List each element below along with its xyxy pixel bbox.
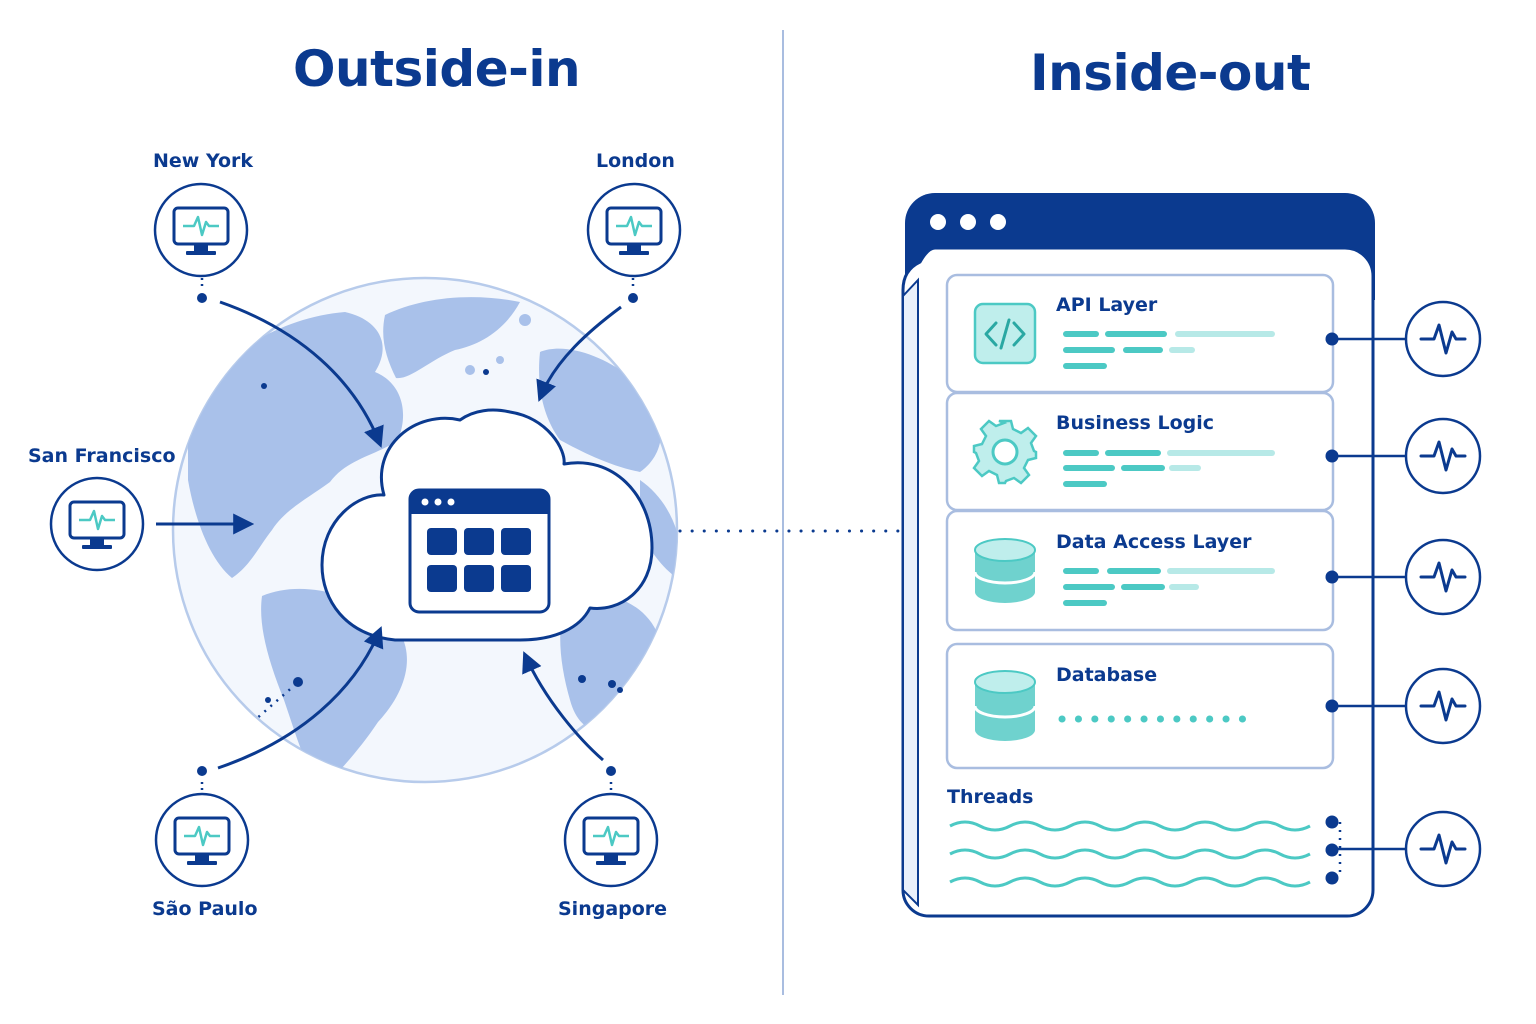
gear-icon <box>972 419 1038 485</box>
pulse-monitor-threads <box>1404 810 1482 888</box>
monitor-new-york <box>153 182 249 278</box>
layer-label-data-access: Data Access Layer <box>1056 531 1252 553</box>
code-icon <box>973 302 1037 365</box>
threads-label: Threads <box>947 786 1034 808</box>
pulse-monitor-api <box>1404 300 1482 378</box>
window-dot-icon <box>930 214 946 230</box>
probe-arrows <box>156 300 622 770</box>
monitor-london <box>586 182 682 278</box>
window-dot-icon <box>960 214 976 230</box>
thread-waves <box>949 820 1311 888</box>
monitor-sao-paulo <box>154 792 250 888</box>
pulse-connectors <box>1333 337 1405 878</box>
cloud-app-icon <box>320 408 654 642</box>
label-singapore: Singapore <box>558 898 668 920</box>
layer-label-api: API Layer <box>1056 294 1158 316</box>
database-icon <box>973 670 1037 741</box>
monitor-san-francisco <box>49 476 145 572</box>
label-san-francisco: San Francisco <box>28 445 176 467</box>
probe-connector-dots <box>197 293 638 776</box>
pulse-monitor-database <box>1404 667 1482 745</box>
card-text-lines <box>1063 331 1275 606</box>
layer-label-business: Business Logic <box>1056 412 1215 434</box>
layer-label-database: Database <box>1056 664 1158 686</box>
database-icon <box>973 538 1037 603</box>
window-dot-icon <box>990 214 1006 230</box>
pulse-monitor-business <box>1404 417 1482 495</box>
inside-out-title: Inside-out <box>1030 44 1311 102</box>
pulse-monitor-data-access <box>1404 538 1482 616</box>
label-new-york: New York <box>153 150 254 172</box>
label-london: London <box>596 150 675 172</box>
monitor-singapore <box>563 792 659 888</box>
outside-in-title: Outside-in <box>293 40 581 98</box>
label-sao-paulo: São Paulo <box>152 898 258 920</box>
pulse-connector-dots <box>1325 332 1339 885</box>
